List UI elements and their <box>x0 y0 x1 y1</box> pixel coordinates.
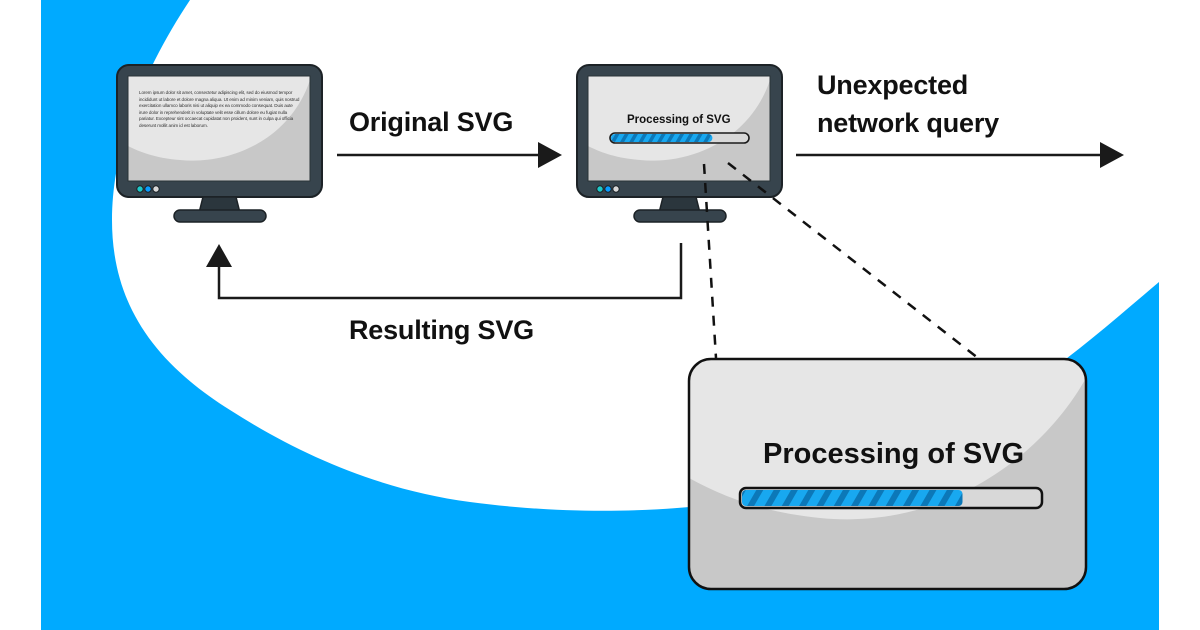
label-unexpected-line1: Unexpected <box>817 70 969 100</box>
arrow-original-svg <box>337 142 562 168</box>
popup-title: Processing of SVG <box>763 438 1025 470</box>
large-progress-fill <box>742 490 963 506</box>
power-button-gray <box>152 185 160 193</box>
power-button-blue <box>144 185 152 193</box>
source-screen-text: Lorem ipsum dolor sit amet, consectetur … <box>139 90 300 128</box>
power-button-blue <box>604 185 612 193</box>
arrow-network-query <box>796 142 1124 168</box>
source-monitor <box>116 64 323 223</box>
label-resulting-svg: Resulting SVG <box>349 315 534 345</box>
label-original-svg: Original SVG <box>349 107 514 137</box>
power-button-teal <box>136 185 144 193</box>
small-progress-fill <box>611 134 713 142</box>
processor-screen-title: Processing of SVG <box>627 114 731 126</box>
large-progress-bar <box>738 486 1044 510</box>
small-progress-bar <box>609 132 750 144</box>
label-unexpected-line2: network query <box>817 108 999 138</box>
zoom-connector-lines <box>702 162 979 359</box>
zoom-popup <box>687 357 1088 591</box>
arrow-resulting-svg <box>206 243 683 300</box>
power-button-gray <box>612 185 620 193</box>
power-button-teal <box>596 185 604 193</box>
